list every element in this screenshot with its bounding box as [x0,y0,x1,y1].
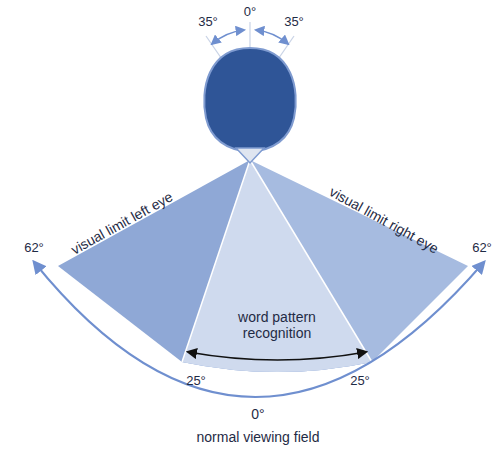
head [204,48,296,152]
angle-arrow [256,30,288,44]
angle-label: 25° [186,374,206,389]
field-edge [182,160,250,362]
angle-label: 0° [244,5,256,20]
angle-label: 62° [472,241,492,256]
angle-label: 25° [350,374,370,389]
angle-label: 62° [24,241,44,256]
field-caption: normal viewing field [197,429,320,445]
right-eye-field [182,160,468,372]
angle-label: 0° [251,406,264,422]
angle-label: 35° [198,15,218,30]
viewing-field-arc [34,262,484,397]
angle-label: 35° [284,15,304,30]
angle-arrow [212,30,244,44]
nose [236,148,264,163]
recognition-span-arrow [188,352,366,360]
field-name-label: word pattern recognition [217,309,337,341]
